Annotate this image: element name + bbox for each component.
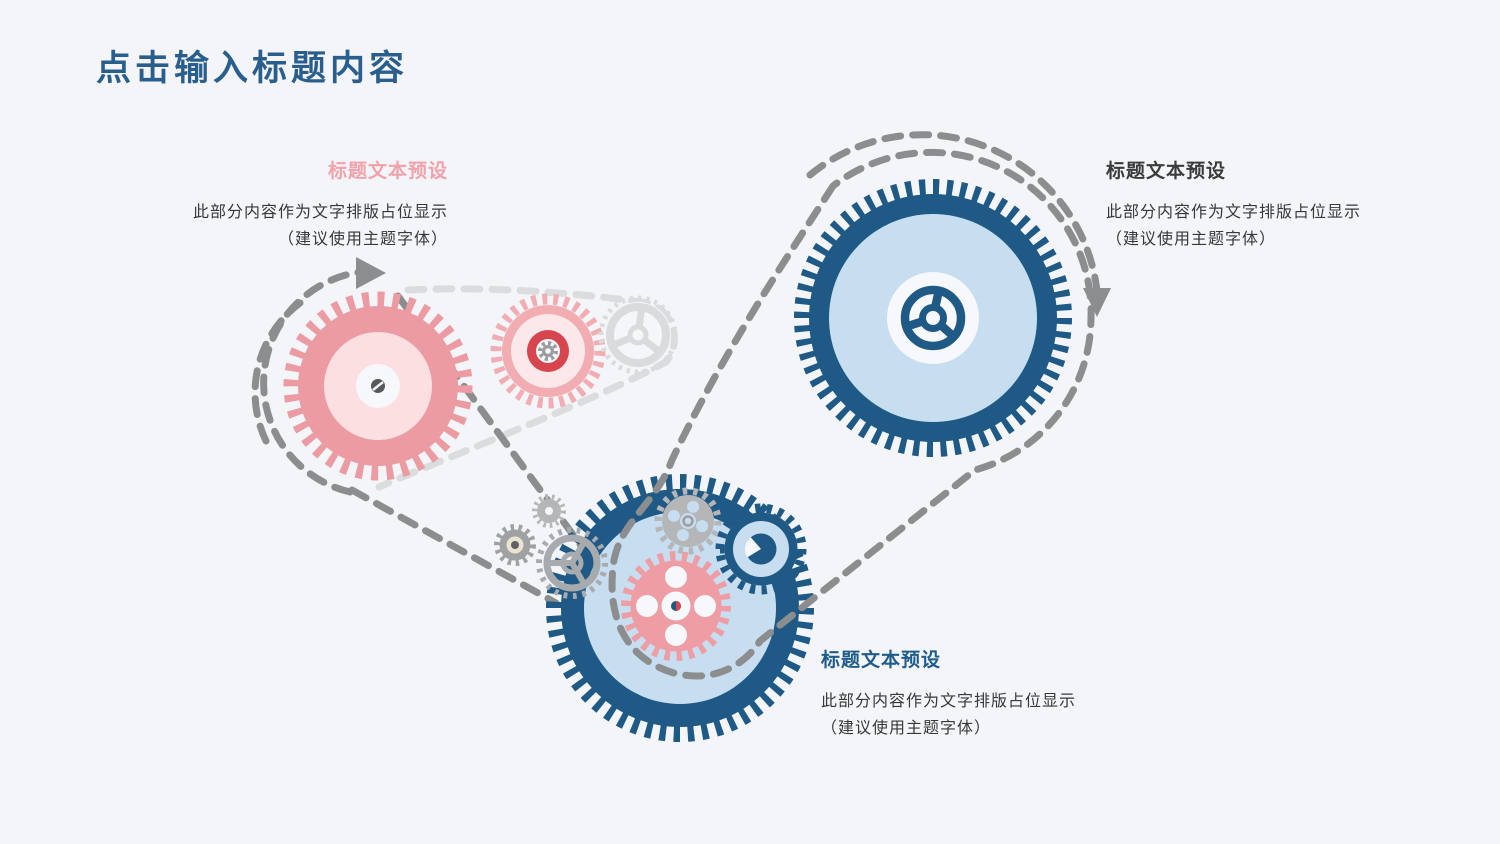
block-left-heading: 标题文本预设 <box>327 161 448 182</box>
belt-spiral-tail <box>251 299 304 445</box>
belt-light-gray <box>375 285 678 491</box>
gear-large-blue <box>794 179 1072 457</box>
belt-arc-blue-gear <box>806 131 1102 309</box>
gear-small-beige <box>494 524 536 566</box>
belt-loop-blue-cluster <box>608 148 1095 680</box>
gear-small-blue <box>715 503 807 595</box>
gear-pink-holes <box>621 551 731 661</box>
gear-medium-pink <box>490 293 606 409</box>
gear-spoke-gray <box>536 527 608 599</box>
block-bottom-line2: （建议使用主题字体） <box>821 720 992 737</box>
belt-spiral-pink-gear <box>260 267 382 496</box>
block-bottom-heading: 标题文本预设 <box>821 650 942 671</box>
gear-large-pink <box>283 291 473 481</box>
block-top-right-line1: 此部分内容作为文字排版占位显示 <box>1106 204 1362 221</box>
slide-title[interactable]: 点击输入标题内容 <box>96 49 409 88</box>
belt-line-b <box>348 486 560 607</box>
arrow-right-icon <box>356 257 386 289</box>
text-block-top-right[interactable]: 标题文本预设 此部分内容作为文字排版占位显示 （建议使用主题字体） <box>1106 156 1361 253</box>
steering-wheel-icon <box>900 285 966 351</box>
cog-icon <box>538 341 558 361</box>
block-bottom-line1: 此部分内容作为文字排版占位显示 <box>821 693 1077 710</box>
block-left-line1: 此部分内容作为文字排版占位显示 <box>192 204 448 221</box>
text-block-left[interactable]: 标题文本预设 此部分内容作为文字排版占位显示 （建议使用主题字体） <box>193 156 448 253</box>
block-left-line2: （建议使用主题字体） <box>277 231 448 248</box>
gear-wheel-gray <box>598 295 678 375</box>
gear-tiny-gray <box>532 494 566 528</box>
block-top-right-heading: 标题文本预设 <box>1106 161 1227 182</box>
text-block-bottom[interactable]: 标题文本预设 此部分内容作为文字排版占位显示 （建议使用主题字体） <box>821 645 1076 742</box>
block-top-right-line2: （建议使用主题字体） <box>1106 231 1277 248</box>
gear-small-gray-holes <box>654 487 722 555</box>
